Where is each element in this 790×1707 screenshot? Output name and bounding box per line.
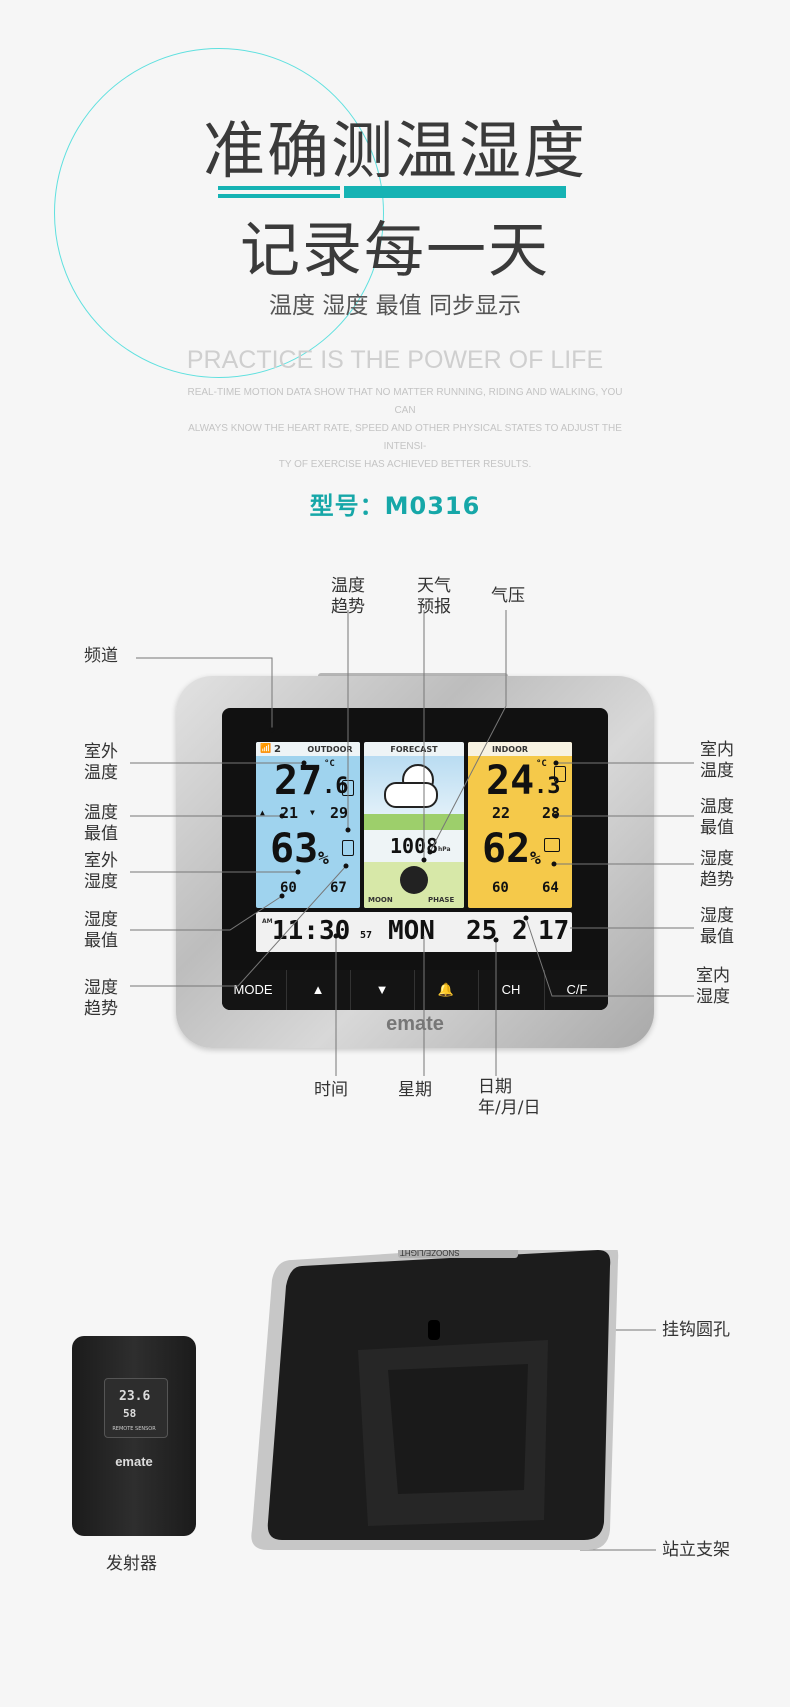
callout-date: 日期年/月/日 (478, 1077, 541, 1118)
clock-weekday: MON (388, 916, 435, 946)
callout-outdoor-temp: 室外温度 (84, 742, 118, 783)
indoor-temp-dec: .3 (534, 774, 561, 799)
callout-channel: 频道 (84, 646, 118, 666)
accent-bar-thick (344, 186, 566, 198)
alarm-bell-button[interactable]: 🔔 (414, 970, 477, 1010)
subtitle: 温度 湿度 最值 同步显示 (269, 293, 521, 319)
sensor-label: 发射器 (106, 1554, 157, 1574)
english-body-line: ALWAYS KNOW THE HEART RATE, SPEED AND OT… (188, 423, 622, 452)
sensor-humidity: 58 (123, 1407, 137, 1420)
indoor-panel: INDOOR 24 .3 °C 22 28 62 % 60 64 (468, 742, 572, 908)
indoor-humidity-trend-icon (544, 838, 560, 852)
outdoor-temp-int: 27 (274, 758, 323, 804)
outdoor-min-humidity: 60 (280, 880, 297, 896)
model-number: 型号：M0316 (309, 492, 481, 520)
outdoor-label: OUTDOOR (307, 745, 353, 754)
outdoor-temp-unit: °C (324, 759, 335, 769)
outdoor-humidity: 63 (270, 826, 319, 872)
outdoor-panel: OUTDOOR 📶 2 27 .6 °C ▲ 21 ▼ 29 63 % 60 6… (256, 742, 360, 908)
clock-panel: AM 11:30 57 MON 25 2 17 (256, 912, 572, 952)
clock-month: 2 (512, 916, 528, 946)
callout-stand: 站立支架 (662, 1540, 730, 1560)
clock-seconds: 57 (360, 930, 373, 941)
callout-line-humidity-trend (130, 865, 347, 987)
outdoor-temp-dec: .6 (322, 774, 349, 799)
channel-button[interactable]: CH (478, 970, 543, 1010)
low-icon: ▲ (260, 808, 265, 817)
clock-year: 17 (538, 916, 570, 946)
callout-line-pressure (429, 610, 507, 853)
sensor-text: REMOTE SENSOR (112, 1426, 156, 1432)
up-button[interactable]: ▲ (286, 970, 349, 1010)
down-button[interactable]: ▼ (350, 970, 413, 1010)
clock-time: 11:30 (272, 916, 351, 946)
callout-humidity-extreme: 湿度最值 (84, 910, 118, 951)
callout-temp-extreme: 温度最值 (84, 803, 118, 844)
accent-bar-thin (218, 186, 340, 190)
ampm-indicator: AM (262, 918, 273, 925)
indoor-min-temp: 22 (492, 804, 511, 822)
high-icon: ▼ (310, 808, 315, 817)
station-back-view (251, 1250, 619, 1550)
english-body: REAL-TIME MOTION DATA SHOW THAT NO MATTE… (185, 384, 625, 474)
outdoor-max-humidity: 67 (330, 880, 347, 896)
channel-number: 2 (274, 744, 281, 755)
callout-humidity-trend-right: 湿度趋势 (700, 849, 734, 890)
callout-humidity-trend: 湿度趋势 (84, 978, 118, 1019)
humidity-trend-icon (342, 840, 354, 856)
callout-temp-trend: 温度趋势 (331, 576, 365, 617)
callout-indoor-humidity: 室内湿度 (696, 966, 730, 1007)
callout-weather-forecast: 天气预报 (417, 576, 451, 617)
sensor-temp: 23.6 (119, 1389, 151, 1404)
forecast-label: FORECAST (390, 745, 438, 754)
clock-day: 25 (466, 916, 498, 946)
english-body-line: REAL-TIME MOTION DATA SHOW THAT NO MATTE… (187, 387, 623, 416)
device-brand-logo: emate (386, 1013, 444, 1035)
accent-bar-thin (218, 194, 340, 198)
outdoor-min-temp: 21 (280, 804, 299, 822)
indoor-min-humidity: 60 (492, 880, 509, 896)
phase-label: PHASE (428, 896, 455, 904)
moon-icon (400, 866, 428, 894)
callout-indoor-temp: 室内温度 (700, 740, 734, 781)
callout-line-channel (136, 657, 273, 730)
forecast-panel: FORECAST 1008 hPa MOON PHASE (364, 742, 464, 908)
mode-button[interactable]: MODE (233, 982, 273, 997)
indoor-temp-int: 24 (486, 758, 535, 804)
callout-line-humidity-extreme (130, 895, 283, 931)
outdoor-max-temp: 29 (330, 804, 349, 822)
callout-time: 时间 (314, 1080, 348, 1100)
cloud-icon (384, 782, 438, 808)
pressure-unit: hPa (438, 846, 451, 853)
callout-pressure: 气压 (491, 586, 525, 606)
callout-temp-extreme-right: 温度最值 (700, 797, 734, 838)
decorative-circle (54, 48, 384, 378)
callout-outdoor-humidity: 室外湿度 (84, 851, 118, 892)
callout-humidity-extreme-right: 湿度最值 (700, 906, 734, 947)
signal-icon: 📶 (260, 744, 272, 754)
lcd-screen: OUTDOOR 📶 2 27 .6 °C ▲ 21 ▼ 29 63 % 60 6… (222, 708, 608, 1010)
sensor-lcd: 23.6 58 (104, 1378, 168, 1438)
indoor-max-humidity: 64 (542, 880, 559, 896)
moon-label: MOON (368, 896, 393, 904)
sensor-brand: emate (115, 1454, 153, 1469)
indoor-label: INDOOR (491, 745, 529, 754)
unit-toggle-button[interactable]: C/F (544, 970, 609, 1010)
indoor-humidity-unit: % (530, 848, 541, 869)
callout-line-indoor-humidity (525, 917, 694, 997)
snooze-light-button[interactable]: SNOOZE/LIGHT (400, 1248, 460, 1257)
callout-hook-hole: 挂钩圆孔 (662, 1320, 730, 1340)
hook-hole-icon (428, 1320, 440, 1340)
callout-weekday: 星期 (398, 1080, 432, 1100)
indoor-temp-unit: °C (536, 759, 547, 769)
english-body-line: TY OF EXERCISE HAS ACHIEVED BETTER RESUL… (278, 459, 532, 470)
outdoor-humidity-unit: % (318, 848, 329, 869)
indoor-temp-trend-icon (554, 766, 566, 782)
english-tagline: PRACTICE IS THE POWER OF LIFE (186, 346, 604, 374)
indoor-humidity: 62 (482, 826, 531, 872)
headline-line-1: 准确测温湿度 (202, 114, 587, 187)
headline-line-2: 记录每一天 (240, 216, 550, 286)
